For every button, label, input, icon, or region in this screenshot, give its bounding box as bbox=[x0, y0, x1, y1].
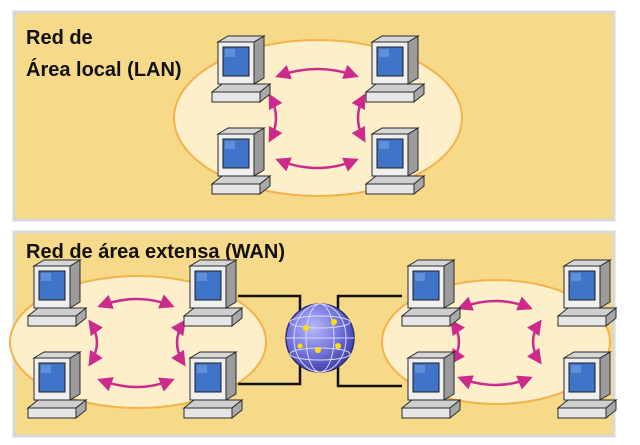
wan-left-arrow-left bbox=[88, 319, 104, 367]
wan-left-computer-top-right bbox=[183, 259, 243, 327]
wan-right-arrow-top bbox=[457, 296, 533, 311]
lan-computer-top-right bbox=[365, 35, 425, 103]
wan-title: Red de área extensa (WAN) bbox=[26, 241, 285, 263]
lan-arrow-left bbox=[268, 93, 283, 143]
lan-ellipse bbox=[173, 39, 463, 197]
wan-left-arrow-top bbox=[97, 294, 175, 309]
globe-icon bbox=[285, 303, 355, 373]
lan-title-line1: Red de bbox=[26, 27, 93, 49]
wan-right-arrow-right bbox=[526, 319, 542, 365]
wan-left-arrow-bottom bbox=[97, 377, 175, 392]
wan-left-arrow-right bbox=[170, 319, 186, 367]
wan-left-computer-bottom-right bbox=[183, 351, 243, 419]
wan-right-computer-bottom-right bbox=[557, 351, 617, 419]
lan-arrow-top bbox=[275, 64, 359, 80]
lan-title-line2: Área local (LAN) bbox=[26, 58, 182, 81]
lan-arrow-bottom bbox=[275, 157, 359, 172]
lan-arrows bbox=[268, 64, 366, 172]
lan-arrow-right bbox=[351, 93, 366, 143]
wan-right-computer-top-right bbox=[557, 259, 617, 327]
wan-right-arrow-bottom bbox=[457, 375, 533, 390]
wan-right-arrows bbox=[450, 296, 542, 390]
wan-right-computer-bottom-left bbox=[401, 351, 461, 419]
wan-right-computer-top-left bbox=[401, 259, 461, 327]
wan-left-computer-top-left bbox=[27, 259, 87, 327]
lan-computer-top-left bbox=[211, 35, 271, 103]
lan-computer-bottom-left bbox=[211, 127, 271, 195]
wan-left-arrows bbox=[88, 294, 186, 392]
lan-computer-bottom-right bbox=[365, 127, 425, 195]
wan-left-computer-bottom-left bbox=[27, 351, 87, 419]
